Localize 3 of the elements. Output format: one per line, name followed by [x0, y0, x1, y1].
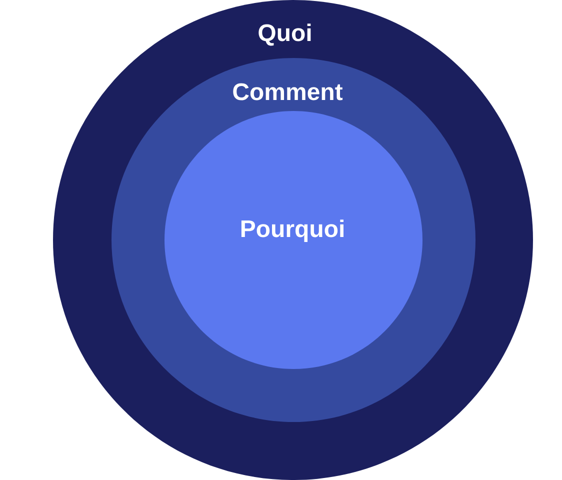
label: Pourquoi	[241, 220, 344, 242]
label: Comment	[233, 83, 343, 100]
label: Quoi	[258, 24, 311, 46]
